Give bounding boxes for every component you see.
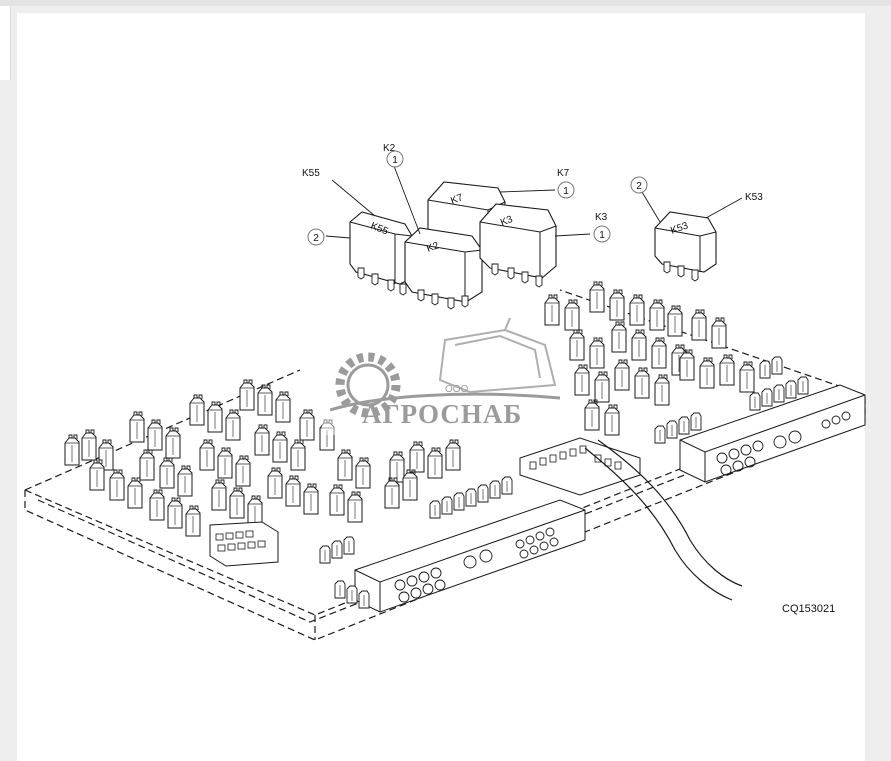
callout-k2: 1 — [386, 150, 404, 168]
connector-long-right — [654, 376, 866, 483]
relay-k2: K2 — [404, 227, 483, 310]
watermark-company: АГРОСНАБ — [362, 399, 522, 429]
callout-k53: 2 — [630, 176, 648, 194]
callout-k3: 1 — [593, 225, 611, 243]
leader-lines — [325, 165, 743, 239]
callout-k53-number: 2 — [636, 181, 642, 192]
relay-socket-cluster — [544, 281, 783, 436]
callout-k55-number: 2 — [313, 233, 319, 244]
callout-k7-number: 1 — [563, 186, 569, 197]
relay-k7-face-label: K7 — [449, 192, 465, 207]
label-k53: K53 — [745, 192, 763, 203]
callout-k2-number: 1 — [392, 155, 398, 166]
callout-k7: 1 — [557, 181, 575, 199]
harvester-icon — [438, 317, 557, 394]
connector-block-small — [209, 521, 279, 567]
callout-k3-number: 1 — [599, 230, 605, 241]
watermark-logo: ООО АГРОСНАБ — [322, 317, 561, 435]
label-k55: K55 — [302, 168, 320, 179]
connector-long-front — [319, 476, 586, 613]
relay-k3-face-label: K3 — [499, 214, 515, 229]
relay-k3: K3 — [479, 203, 557, 288]
label-k2: K2 — [383, 143, 396, 154]
top-bar — [0, 0, 891, 6]
relay-k55: K55 — [349, 211, 413, 296]
label-k7: K7 — [557, 168, 570, 179]
callout-k55: 2 — [307, 228, 325, 246]
figure-sheet — [17, 13, 865, 761]
figure-code: CQ153021 — [782, 603, 835, 615]
relay-k2-face-label: K2 — [425, 240, 441, 255]
label-k3: K3 — [595, 212, 608, 223]
gear-icon — [335, 352, 401, 418]
watermark-prefix: ООО — [445, 384, 469, 395]
relay-k53: K53 — [654, 211, 717, 282]
harness-plug — [519, 437, 743, 601]
left-edge-panel — [0, 6, 11, 80]
